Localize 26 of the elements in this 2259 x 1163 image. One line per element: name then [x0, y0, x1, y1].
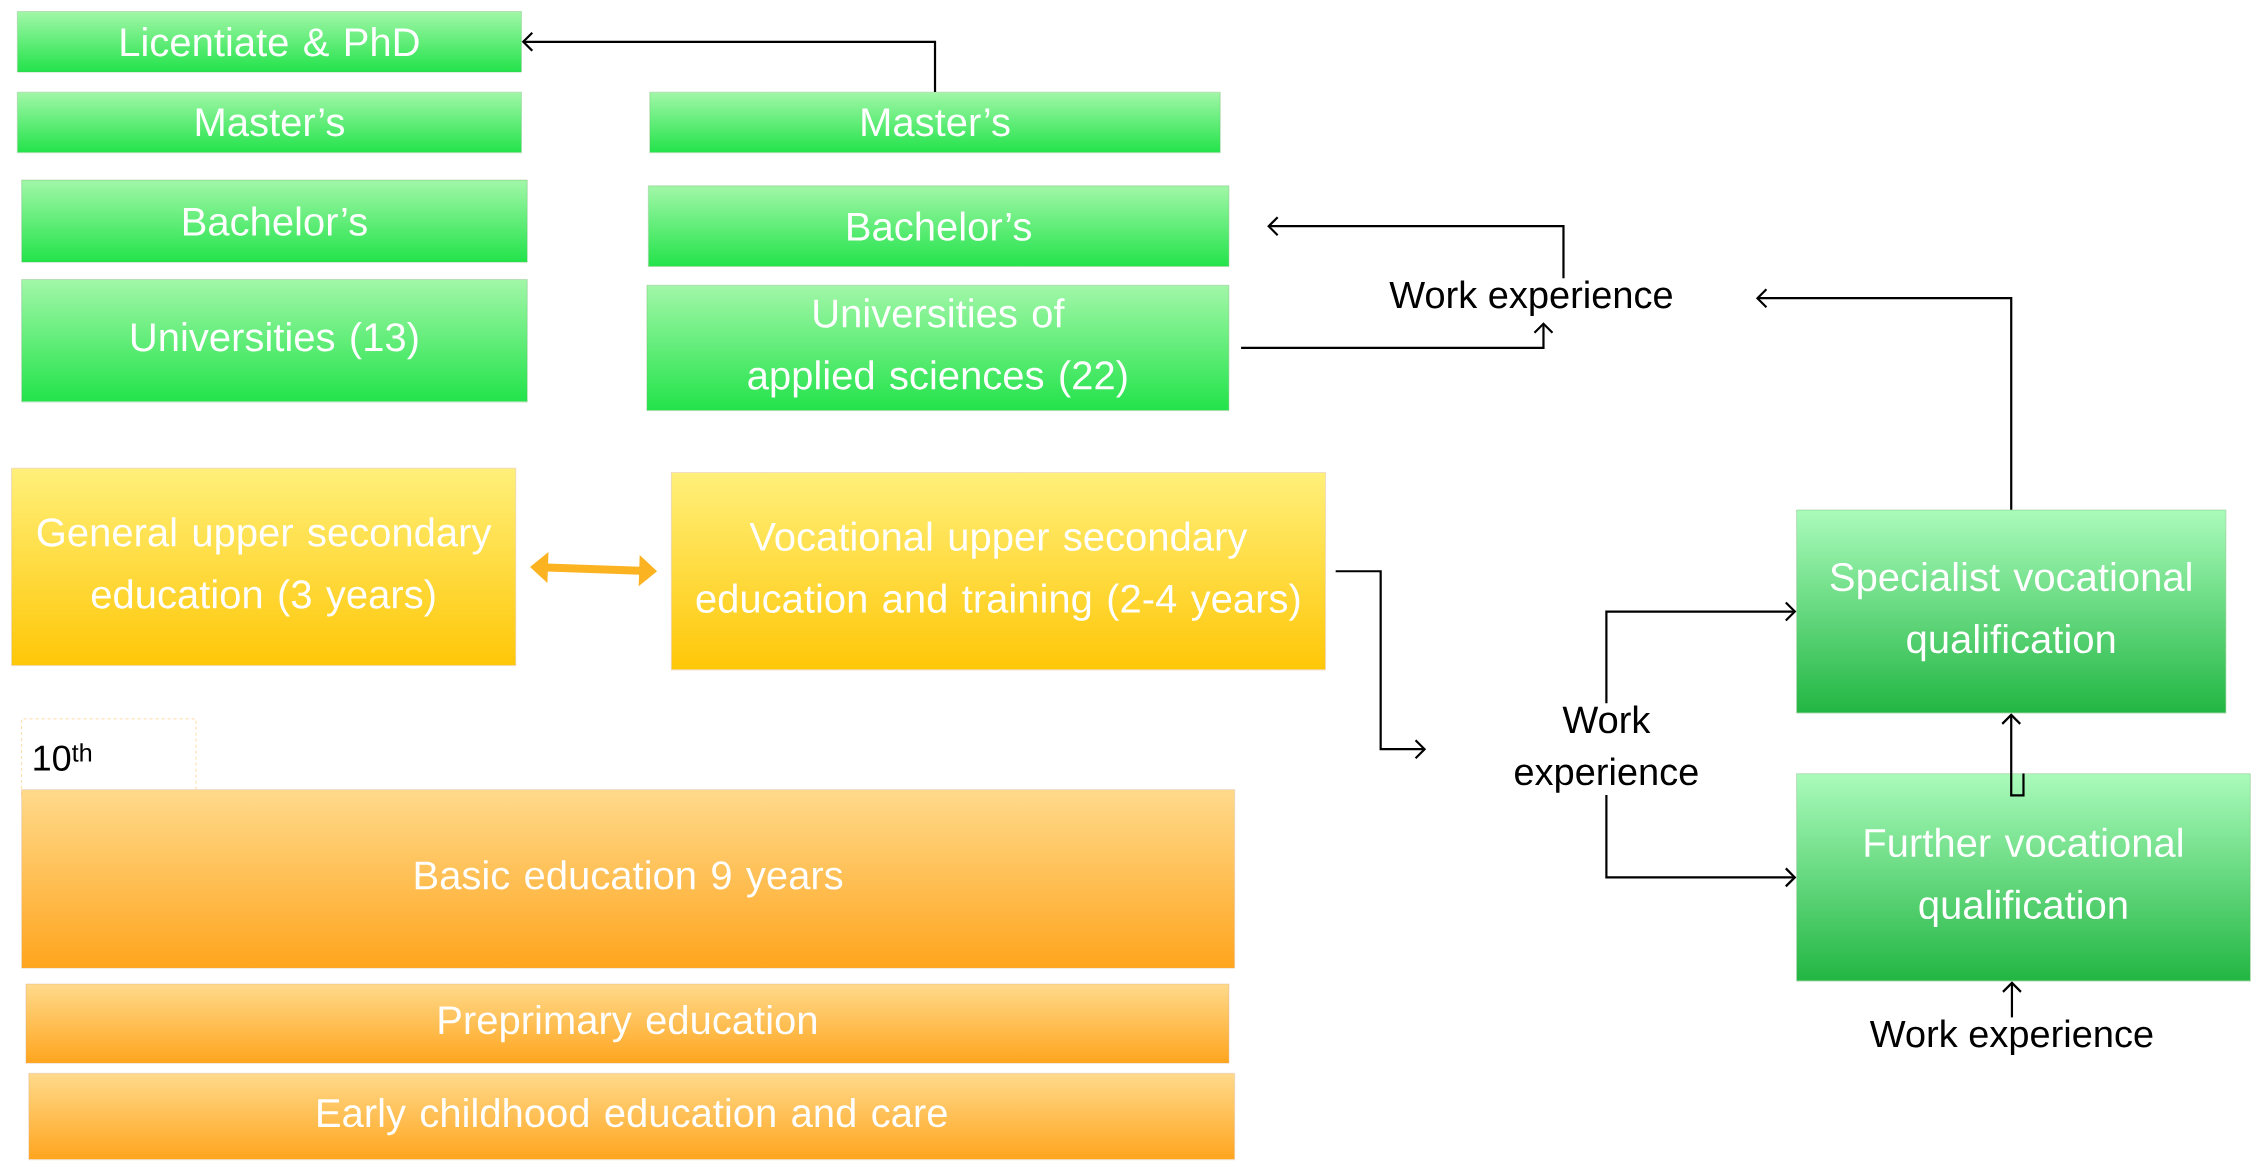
qualification-box: Specialist vocational qualification [1796, 510, 2227, 714]
arrow [1605, 602, 1797, 704]
arrow [1267, 216, 1565, 279]
level-box: Master’s [649, 92, 1221, 154]
text-label: Work experience [1869, 1019, 2153, 1056]
arrow [521, 32, 937, 93]
text-label: Work experience [1389, 280, 1672, 317]
level-box: Preprimary education [25, 984, 1230, 1064]
qualification-box: Further vocational qualification [1796, 773, 2251, 982]
level-box: Early childhood education and care [28, 1073, 1235, 1161]
level-box: Bachelor’s [21, 180, 528, 263]
arrow [2001, 713, 2025, 797]
arrow [1335, 570, 1427, 760]
level-box: Basic education 9 years [21, 789, 1235, 969]
level-box: Universities (13) [21, 279, 528, 403]
text-label: Work experience [1515, 705, 1698, 794]
level-box: Vocational upper secondary education and training (2-4 years) [671, 472, 1326, 671]
arrow [1605, 795, 1797, 888]
level-box: Licentiate & PhD [17, 11, 522, 73]
level-box: Universities of applied sciences (22) [646, 285, 1230, 411]
arrow [2002, 981, 2022, 1018]
level-box: Master’s [17, 92, 522, 154]
level-box: General upper secondary education (3 years) [11, 468, 516, 666]
arrow [1241, 322, 1554, 350]
arrow [1755, 288, 2013, 510]
level-box: Bachelor’s [648, 185, 1230, 267]
